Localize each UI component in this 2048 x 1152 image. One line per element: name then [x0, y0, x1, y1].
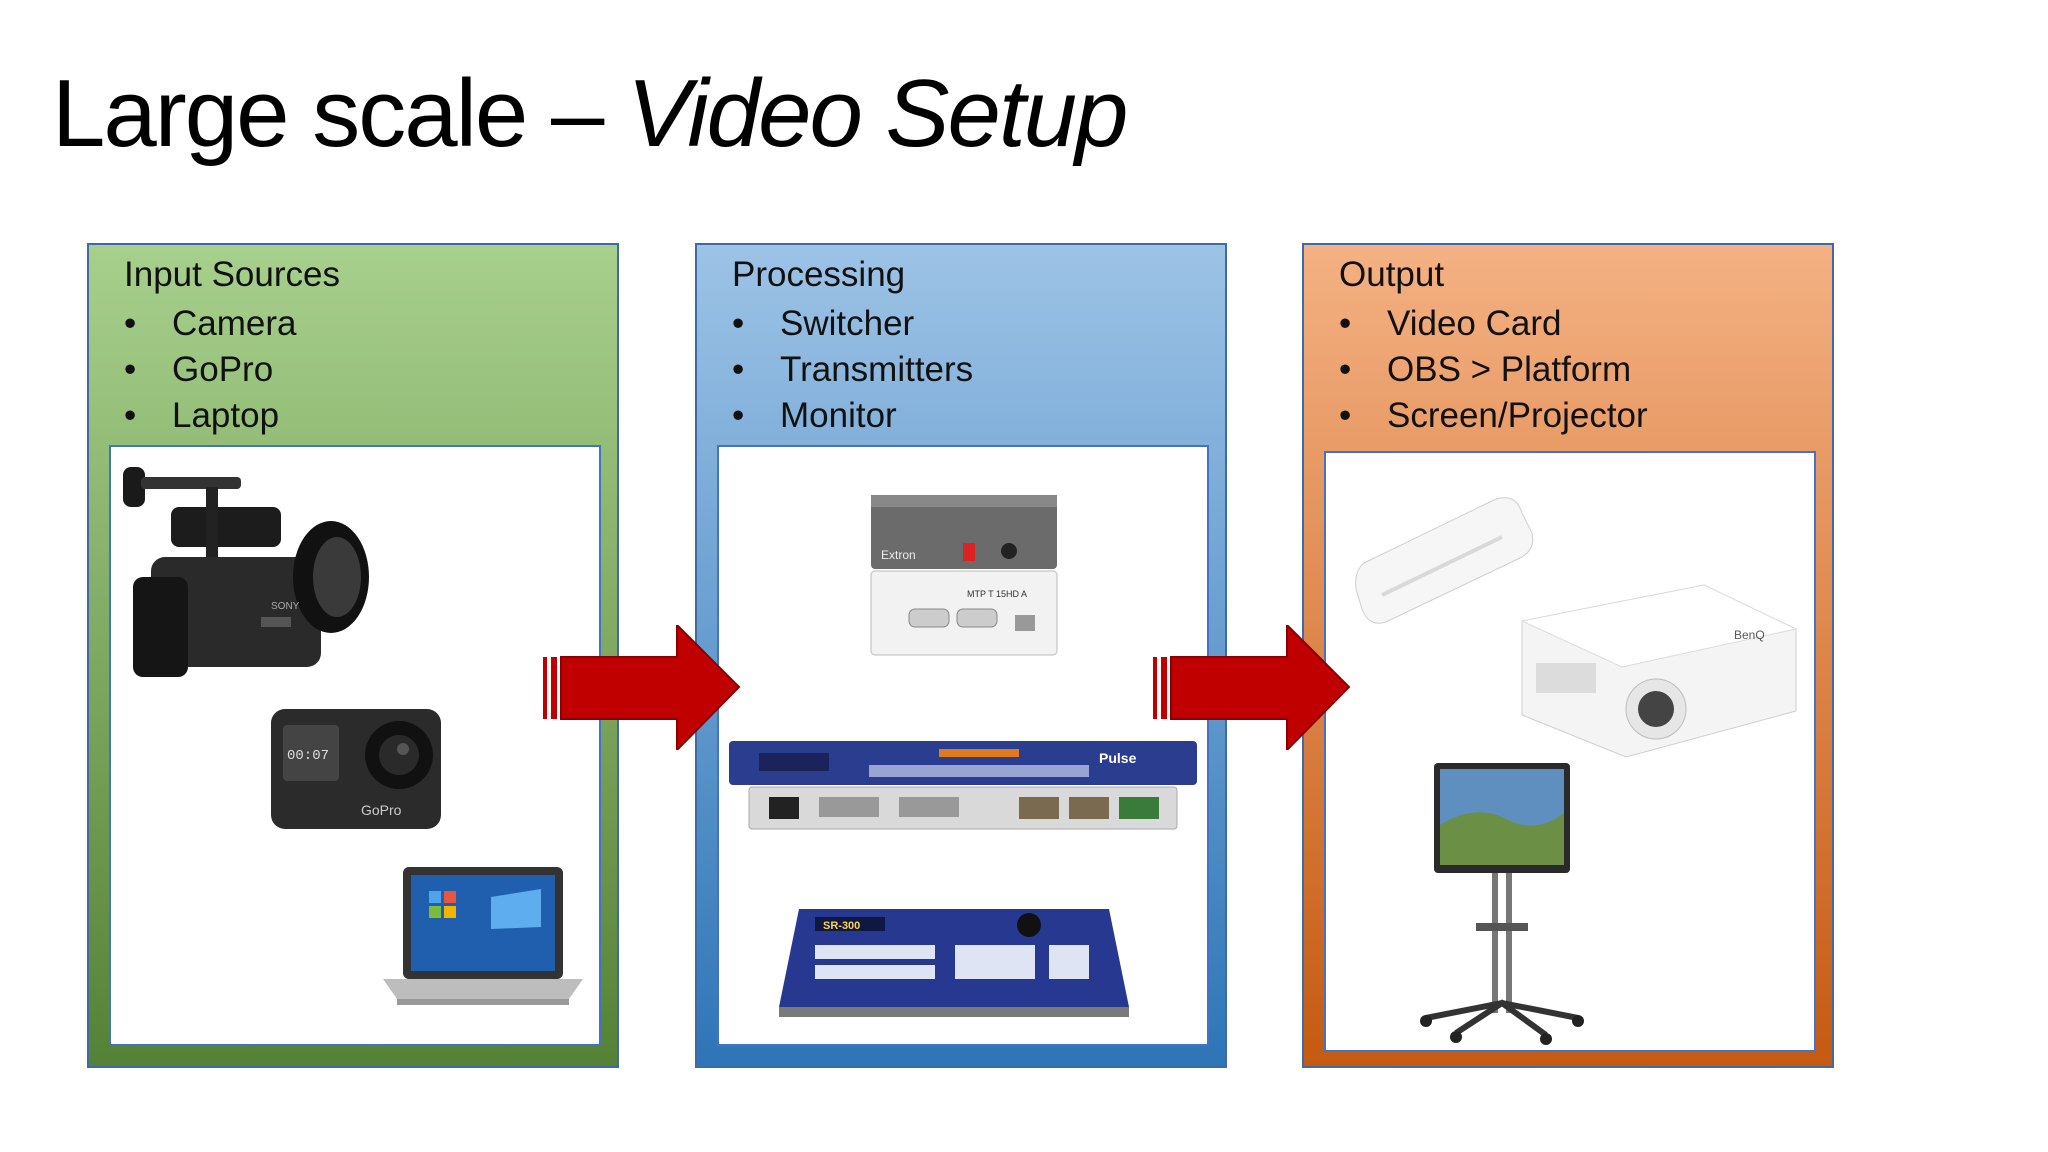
list-item: •Monitor — [732, 396, 897, 435]
image-area-processing: Extron MTP T 15HD A Pulse — [717, 445, 1209, 1046]
svg-text:SR-300: SR-300 — [823, 920, 860, 932]
input-devices-illustration: SONY 00:07 GoPro — [123, 467, 583, 1005]
gopro-image: 00:07 GoPro — [271, 709, 441, 829]
title-sub: Video Setup — [627, 60, 1128, 167]
switcher-image: Pulse — [729, 741, 1197, 830]
processing-devices-illustration: Extron MTP T 15HD A Pulse — [729, 495, 1197, 1017]
projector-image: BenQ — [1520, 584, 1798, 758]
list-item: •Camera — [124, 304, 297, 343]
panel-heading: Processing — [732, 255, 906, 294]
list-item: •Screen/Projector — [1339, 396, 1648, 435]
arrow-right-icon — [543, 625, 741, 750]
capture-card-image — [1355, 497, 1534, 624]
title-main: Large scale — [52, 60, 528, 167]
list-item: •Transmitters — [732, 350, 974, 389]
scaler-image: Extron MTP T 15HD A — [870, 495, 1058, 656]
item-list: •Switcher •Transmitters •Monitor — [732, 301, 973, 439]
list-item: •GoPro — [124, 350, 274, 389]
list-item: •OBS > Platform — [1339, 350, 1632, 389]
image-area-input: SONY 00:07 GoPro — [109, 445, 601, 1046]
svg-text:GoPro: GoPro — [361, 802, 402, 818]
svg-text:BenQ: BenQ — [1734, 628, 1765, 642]
laptop-image — [383, 867, 583, 1005]
slide-title: Large scale – Video Setup — [52, 56, 1128, 171]
list-item: •Switcher — [732, 304, 915, 343]
svg-text:Extron: Extron — [881, 548, 916, 562]
item-list: •Video Card •OBS > Platform •Screen/Proj… — [1339, 301, 1648, 439]
svg-text:Pulse: Pulse — [1099, 750, 1137, 766]
panel-output: Output •Video Card •OBS > Platform •Scre… — [1302, 243, 1834, 1068]
panel-heading: Input Sources — [124, 255, 340, 294]
tv-stand-image — [1420, 763, 1584, 1045]
panel-input-sources: Input Sources •Camera •GoPro •Laptop SON… — [87, 243, 619, 1068]
control-panel-image: SR-300 — [779, 909, 1129, 1017]
title-dash: – — [526, 60, 628, 167]
output-devices-illustration: BenQ — [1355, 497, 1798, 1045]
svg-text:00:07: 00:07 — [287, 748, 329, 764]
camcorder-image: SONY — [123, 467, 369, 677]
image-area-output: BenQ — [1324, 451, 1816, 1052]
svg-text:SONY: SONY — [271, 601, 300, 612]
list-item: •Laptop — [124, 396, 280, 435]
panel-processing: Processing •Switcher •Transmitters •Moni… — [695, 243, 1227, 1068]
list-item: •Video Card — [1339, 304, 1562, 343]
svg-text:MTP T 15HD A: MTP T 15HD A — [967, 589, 1027, 599]
arrow-right-icon — [1153, 625, 1351, 750]
item-list: •Camera •GoPro •Laptop — [124, 301, 296, 439]
panel-heading: Output — [1339, 255, 1445, 294]
